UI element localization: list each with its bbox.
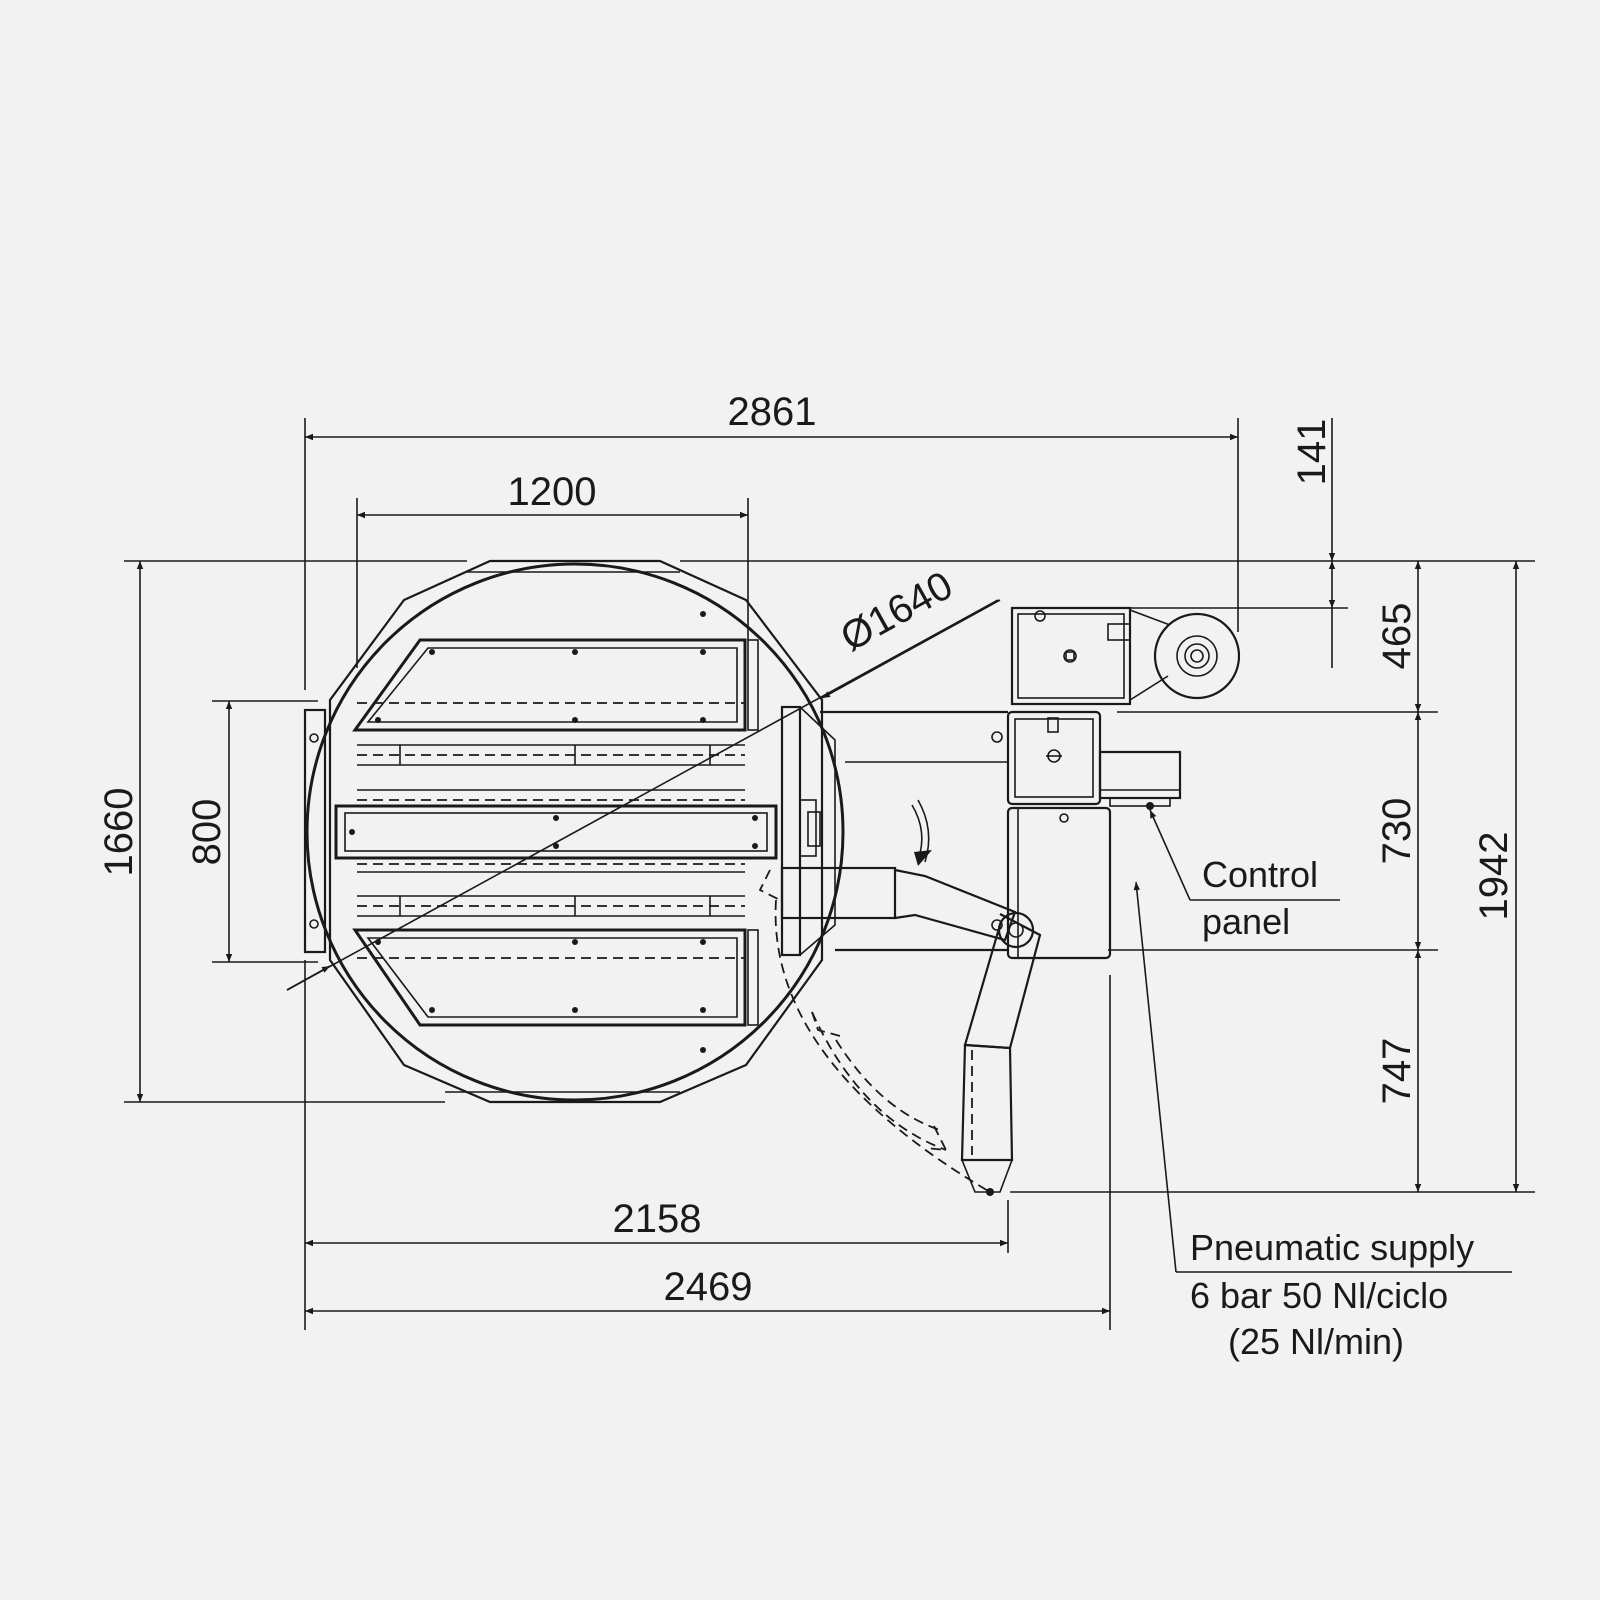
extension-lines: [124, 418, 1535, 1330]
mast-column: [1006, 710, 1182, 960]
dim-length-to-mast: 2158: [613, 1197, 702, 1241]
arm-base: [780, 866, 897, 920]
control-panel-label-2: panel: [1202, 901, 1290, 942]
carriage-box: [1010, 606, 1132, 706]
film-reel: [1153, 612, 1241, 700]
dim-reel-height: 465: [1375, 603, 1419, 670]
dim-turntable-width: 1660: [97, 788, 141, 877]
control-panel-box: [1098, 750, 1182, 800]
drive-unit: [780, 705, 1008, 957]
mast-base: [1006, 806, 1112, 960]
control-panel-label-1: Control: [1202, 854, 1318, 895]
turntable: [303, 559, 845, 1104]
dimension-texts: 2861 1200 Ø1640 1660 800 2158 2469 141 4…: [97, 390, 1516, 1309]
film-carriage: [1010, 606, 1241, 706]
mast-top: [1006, 710, 1102, 806]
pneumatic-label-1: Pneumatic supply: [1190, 1227, 1474, 1268]
dim-turntable-diameter: Ø1640: [834, 563, 960, 660]
dim-length-to-base: 2469: [664, 1265, 753, 1309]
pneumatic-label-2: 6 bar 50 Nl/ciclo: [1190, 1275, 1448, 1316]
turntable-disc: [305, 562, 845, 1102]
label-leaders: [1133, 809, 1512, 1273]
dim-overall-length: 2861: [728, 390, 817, 434]
left-bracket: [303, 708, 327, 954]
pneumatic-label-3: (25 Nl/min): [1228, 1321, 1404, 1362]
dim-arm-height: 747: [1375, 1038, 1419, 1105]
pallet: [334, 611, 778, 1053]
dim-pallet-width: 800: [185, 799, 229, 866]
dim-pallet-length: 1200: [508, 470, 597, 514]
presser-arm: [758, 866, 1042, 1196]
label-texts: Control panel Pneumatic supply 6 bar 50 …: [1190, 854, 1474, 1362]
dimension-lines: [136, 418, 1520, 1315]
dim-overall-width: 1942: [1472, 832, 1516, 921]
dim-offset-top: 141: [1290, 419, 1334, 486]
dim-base-height: 730: [1375, 798, 1419, 865]
arm-pivot: [997, 911, 1035, 949]
